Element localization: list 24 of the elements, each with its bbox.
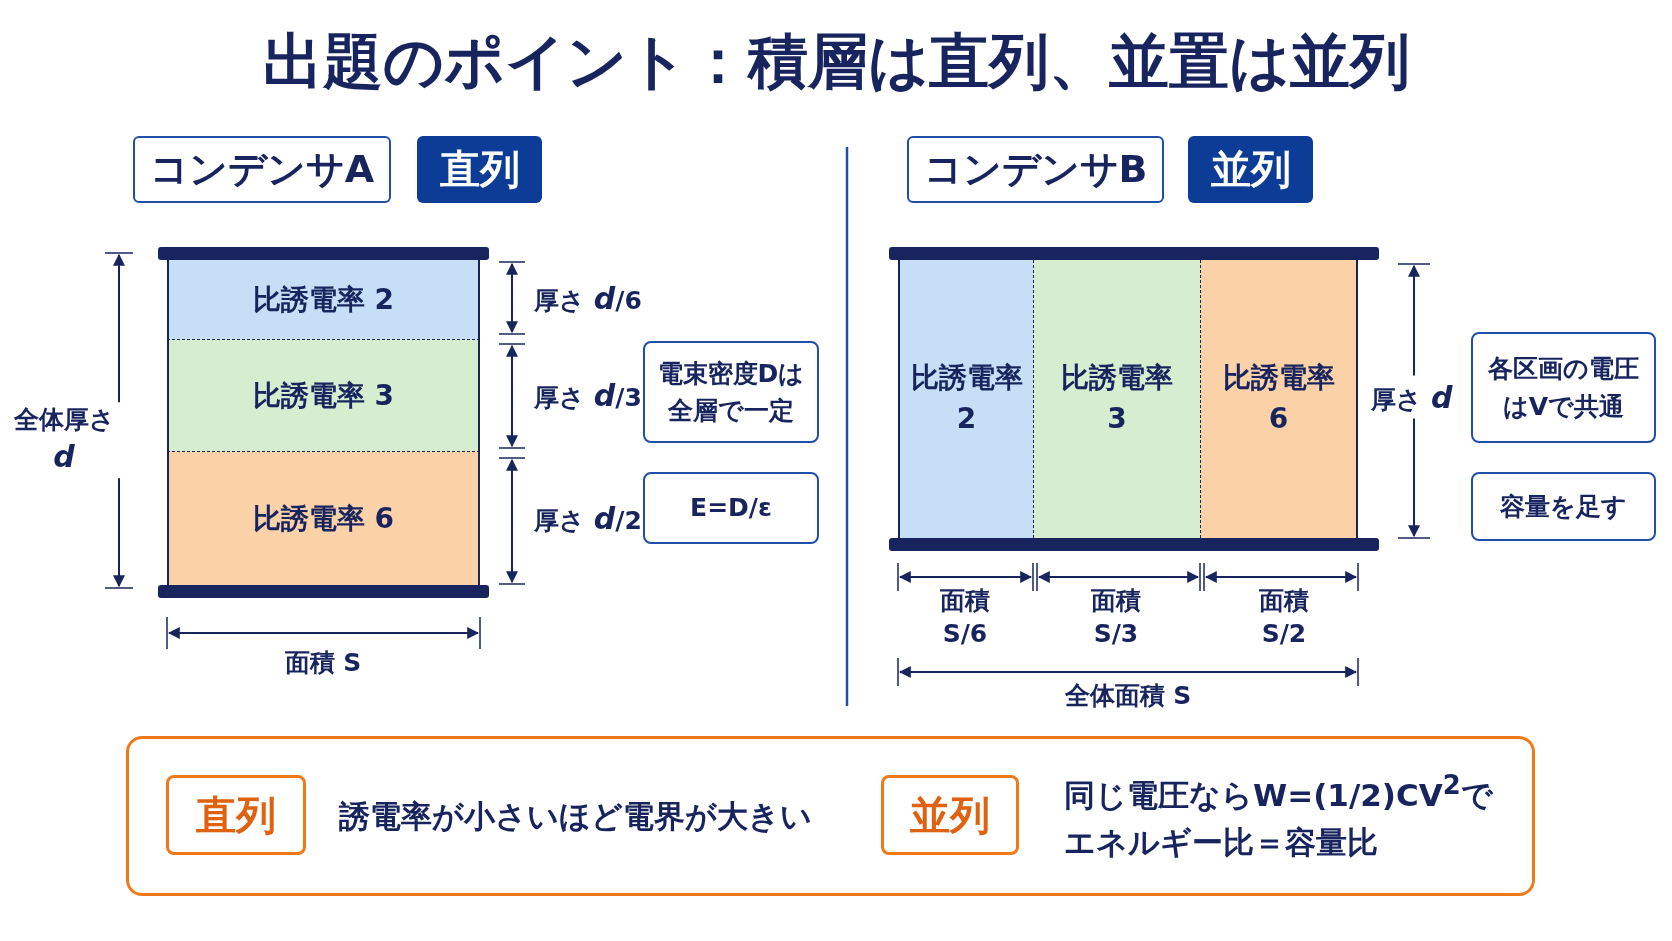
title-tag: コンデンサB — [907, 136, 1164, 203]
mode-badge: 直列 — [417, 136, 542, 203]
summary-text: 誘電率が小さいほど電界が大きい — [339, 797, 812, 836]
note-box: 各区画の電圧はVで共通 — [1471, 332, 1656, 443]
note-box: E=D/ε — [643, 472, 819, 544]
dielectric-label: 比誘電率 2 — [909, 360, 1024, 437]
dielectric-column — [1200, 260, 1358, 538]
mode-badge: 直列 — [166, 775, 306, 855]
dielectric-layer: 比誘電率 2 — [167, 260, 480, 339]
summary-panel — [126, 736, 1535, 896]
mode-badge: 並列 — [881, 775, 1019, 855]
dielectric-column — [898, 260, 1033, 538]
note-box: 容量を足す — [1471, 472, 1656, 541]
dimension-label: 厚さ d — [1371, 375, 1453, 419]
dielectric-column — [1033, 260, 1200, 538]
dielectric-layer: 比誘電率 6 — [167, 451, 480, 585]
mode-badge: 並列 — [1188, 136, 1313, 203]
title: 出題のポイント：積層は直列、並置は並列 — [261, 25, 1411, 98]
dielectric-layer: 比誘電率 3 — [167, 339, 480, 451]
note-box: 電束密度Dは全層で一定 — [643, 341, 819, 443]
title-tag: コンデンサA — [133, 136, 391, 203]
dielectric-label: 比誘電率 6 — [1221, 360, 1336, 437]
summary-text: 同じ電圧ならW=(1/2)CV$^{2}$でエネルギー比＝容量比 — [1064, 769, 1494, 863]
dielectric-label: 比誘電率 3 — [1060, 360, 1174, 437]
